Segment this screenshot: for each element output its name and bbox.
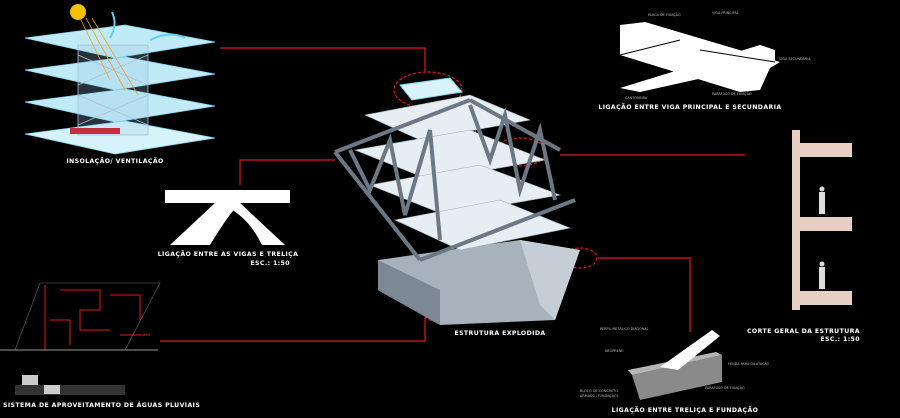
label-neoprene: NEOPRENE (605, 349, 624, 353)
section-drawing: CORTE GERAL DA ESTRUTURA ESC.: 1:50 (747, 130, 860, 343)
sun-icon (70, 4, 86, 20)
section-scale: ESC.: 1:50 (820, 336, 860, 343)
beam-truss-scale: ESC.: 1:50 (250, 260, 290, 267)
label-secondary-beam: VIGA SECUNDÁRIA (779, 56, 811, 61)
label-plate: PLACA DE FIXAÇÃO (648, 12, 681, 17)
label-diagonal: PERFIL METÁLICO DIAGONAL (600, 326, 649, 331)
main-secondary-title: LIGAÇÃO ENTRE VIGA PRINCIPAL E SECUNDARI… (598, 102, 781, 111)
label-main-beam: VIGA PRINCIPAL (712, 11, 739, 15)
rainwater-diagram: SISTEMA DE APROVEITAMENTO DE ÁGUAS PLUVI… (0, 282, 200, 409)
exploded-title: ESTRUTURA EXPLODIDA (454, 330, 545, 337)
label-block: BLOCO DE CONCRETO (580, 389, 618, 393)
beam-truss-title: LIGAÇÃO ENTRE AS VIGAS E TRELIÇA (158, 249, 299, 258)
beam-truss-detail: LIGAÇÃO ENTRE AS VIGAS E TRELIÇA ESC.: 1… (158, 190, 299, 267)
exploded-structure: ESTRUTURA EXPLODIDA (333, 77, 580, 337)
main-secondary-detail: PLACA DE FIXAÇÃO VIGA PRINCIPAL VIGA SEC… (598, 11, 811, 111)
rainwater-title: SISTEMA DE APROVEITAMENTO DE ÁGUAS PLUVI… (3, 400, 200, 409)
section-title: CORTE GERAL DA ESTRUTURA (747, 328, 860, 335)
label-angle: CANTONEIRA (625, 96, 648, 100)
label-bolt-foundation: PARAFUSO DE FIXAÇÃO (705, 385, 745, 390)
foundation-title: LIGAÇÃO ENTRE TRELIÇA E FUNDAÇÃO (612, 405, 759, 414)
label-bolt: PARAFUSO DE FIXAÇÃO (712, 91, 752, 96)
person-silhouette (819, 186, 825, 289)
insolation-diagram: INSOLAÇÃO/ VENTILAÇÃO (24, 4, 216, 165)
foundation-detail: PERFIL METÁLICO DIAGONAL NEOPRENE FENDA … (580, 326, 770, 414)
connector-lines (160, 47, 745, 342)
label-expansion: FENDA PARA DILATAÇÃO (728, 361, 770, 366)
label-block-2: ARMADO (FUNDAÇÃO) (580, 393, 619, 398)
insolation-title: INSOLAÇÃO/ VENTILAÇÃO (66, 156, 163, 165)
